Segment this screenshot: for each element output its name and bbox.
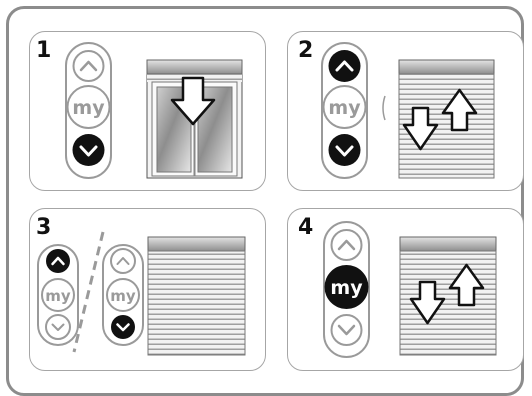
my-label: my (110, 287, 136, 305)
down-button[interactable] (45, 314, 71, 340)
up-button-pressed[interactable] (328, 50, 361, 82)
press-indicator (382, 95, 386, 121)
my-label: my (45, 287, 71, 305)
my-button[interactable]: my (322, 85, 367, 129)
down-button-pressed[interactable] (72, 134, 105, 166)
my-label: my (328, 97, 361, 119)
remote-control-step-2: my (321, 42, 368, 179)
down-button-pressed[interactable] (111, 315, 135, 339)
remote-control-step-3a: my (37, 244, 79, 346)
down-up-arrows-icon (402, 88, 478, 151)
my-button[interactable]: my (66, 85, 111, 129)
window-step-1 (146, 59, 243, 179)
step-1-number: 1 (36, 38, 52, 63)
step-3-number: 3 (36, 215, 52, 240)
my-button[interactable]: my (106, 278, 140, 312)
my-button[interactable]: my (41, 278, 75, 312)
my-button-pressed[interactable]: my (324, 265, 369, 309)
down-button[interactable] (330, 314, 363, 346)
remote-control-step-4: my (323, 221, 370, 358)
step-4-number: 4 (298, 215, 314, 240)
step-2-number: 2 (298, 38, 314, 63)
my-label: my (72, 97, 105, 119)
down-up-arrows-icon (409, 263, 485, 325)
shutter-step-4 (399, 236, 497, 356)
up-button-pressed[interactable] (46, 249, 70, 273)
remote-control-step-3b: my (102, 244, 144, 346)
my-label: my (330, 277, 363, 299)
down-button-pressed[interactable] (328, 134, 361, 166)
separator-line (72, 231, 105, 353)
up-button[interactable] (72, 50, 105, 82)
down-arrow-icon (170, 76, 216, 126)
remote-control-step-1: my (65, 42, 112, 179)
up-button[interactable] (110, 248, 136, 274)
illustration-layer: my my (37, 42, 497, 358)
shutter-step-3 (147, 236, 246, 356)
up-button[interactable] (330, 229, 363, 261)
